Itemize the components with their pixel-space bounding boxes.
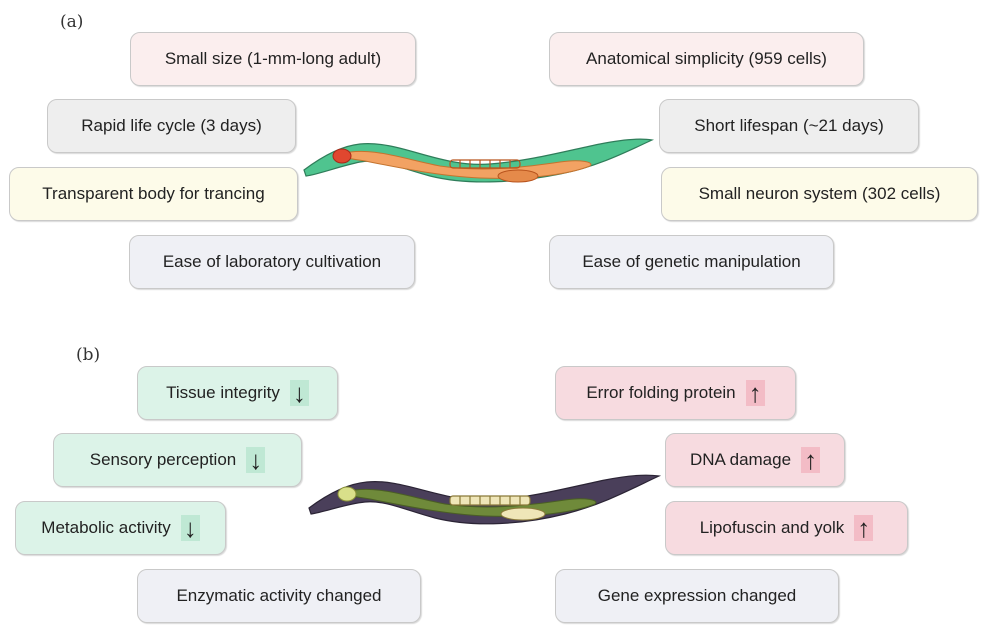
decrease-sensory-perception-label: Sensory perception: [89, 450, 237, 469]
decrease-metabolic-activity: Metabolic activity ↓: [15, 501, 226, 555]
aged-worm-illustration: [308, 474, 662, 525]
increase-dna-damage-label: DNA damage: [689, 450, 792, 469]
down-arrow-icon: ↓: [289, 380, 309, 406]
aged-worm-body: [308, 474, 662, 525]
decrease-metabolic-activity-label: Metabolic activity: [41, 518, 171, 537]
feature-small-neuron-system: Small neuron system (302 cells): [661, 167, 978, 221]
young-worm-pharynx: [332, 148, 352, 164]
aged-worm-pharynx: [337, 486, 357, 502]
increase-lipofuscin-and-yolk-label: Lipofuscin and yolk: [699, 518, 845, 537]
feature-short-lifespan: Short lifespan (~21 days): [659, 99, 919, 153]
down-arrow-icon: ↓: [180, 515, 200, 541]
young-worm-illustration: [303, 138, 655, 183]
young-worm-embryos: [449, 159, 521, 169]
increase-error-folding-protein: Error folding protein ↑: [555, 366, 796, 420]
enzymatic-activity-changed: Enzymatic activity changed: [137, 569, 421, 623]
decrease-tissue-integrity-label: Tissue integrity: [166, 383, 280, 402]
increase-lipofuscin-and-yolk: Lipofuscin and yolk ↑: [665, 501, 908, 555]
aged-worm-embryos: [449, 495, 531, 506]
increase-dna-damage: DNA damage ↑: [665, 433, 845, 487]
feature-ease-of-cultivation: Ease of laboratory cultivation: [129, 235, 415, 289]
down-arrow-icon: ↓: [246, 447, 266, 473]
feature-transparent-body: Transparent body for trancing: [9, 167, 298, 221]
feature-anatomical-simplicity: Anatomical simplicity (959 cells): [549, 32, 864, 86]
up-arrow-icon: ↑: [854, 515, 874, 541]
gene-expression-changed: Gene expression changed: [555, 569, 839, 623]
decrease-tissue-integrity: Tissue integrity ↓: [137, 366, 338, 420]
feature-small-size: Small size (1-mm-long adult): [130, 32, 416, 86]
feature-rapid-life-cycle: Rapid life cycle (3 days): [47, 99, 296, 153]
increase-error-folding-protein-label: Error folding protein: [586, 383, 736, 402]
panel-b-label: (b): [76, 345, 101, 365]
up-arrow-icon: ↑: [745, 380, 765, 406]
decrease-sensory-perception: Sensory perception ↓: [53, 433, 302, 487]
feature-genetic-manipulation: Ease of genetic manipulation: [549, 235, 834, 289]
panel-a-label: (a): [60, 12, 84, 32]
up-arrow-icon: ↑: [801, 447, 821, 473]
